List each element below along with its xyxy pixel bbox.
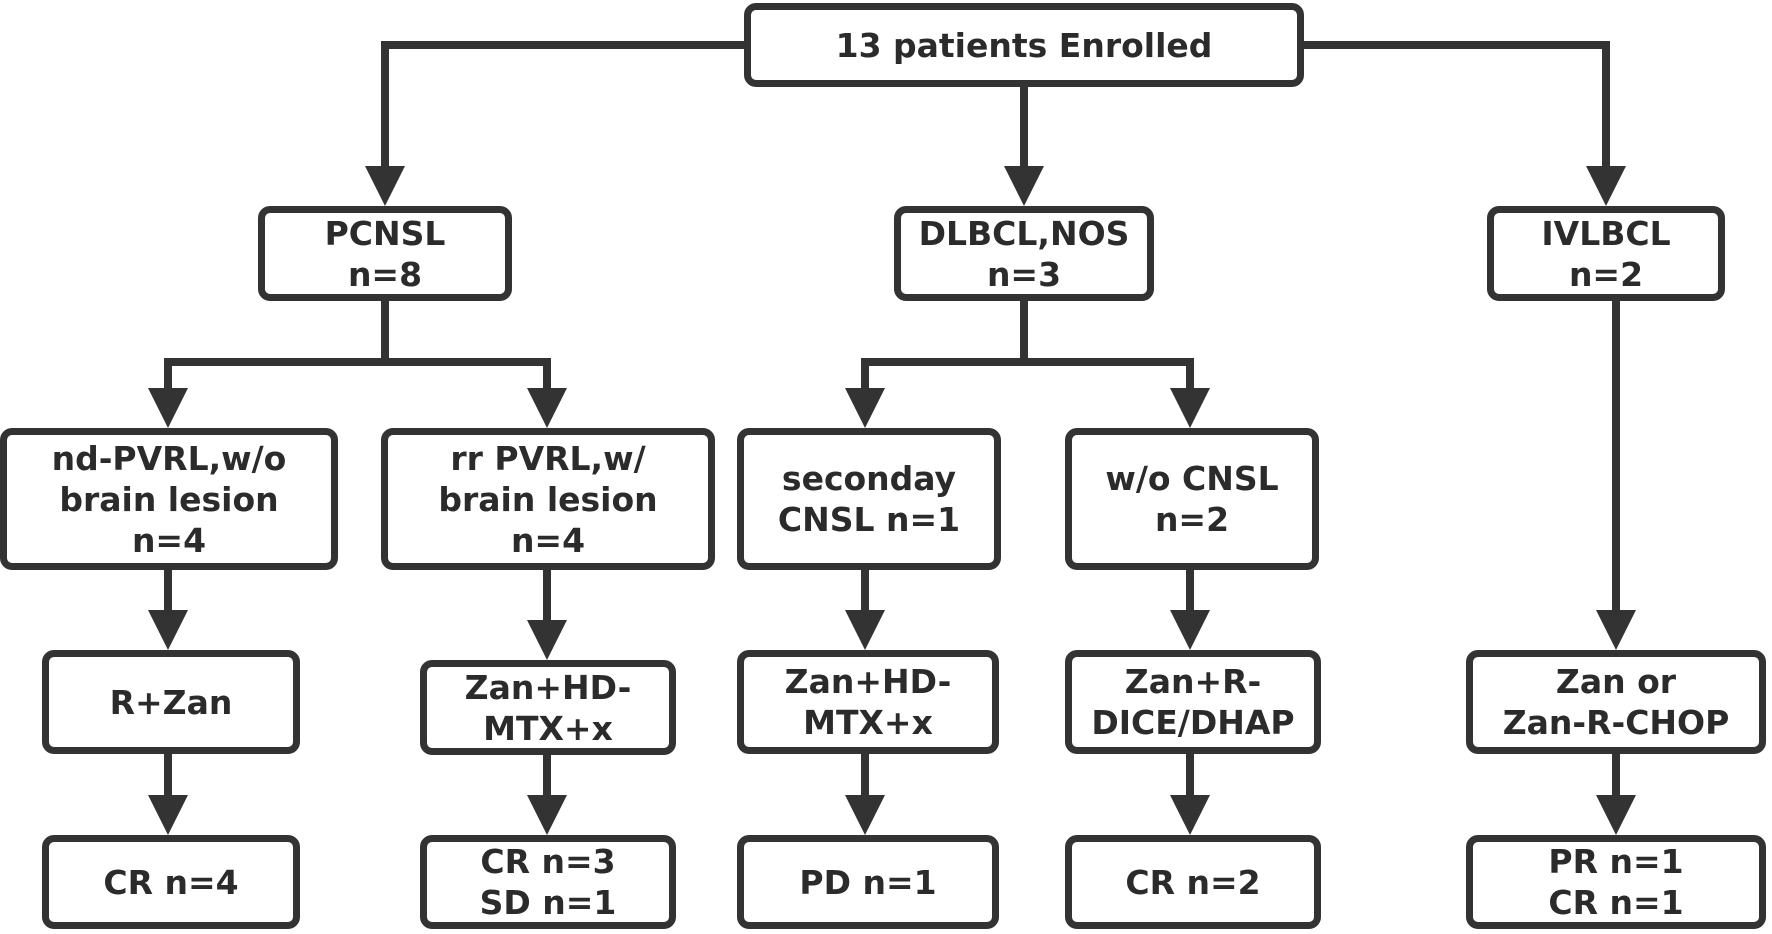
nd-pvrl-to-treatment-arrowhead xyxy=(148,610,188,650)
node-secondary-cnsl-line-1: seconday xyxy=(781,459,957,498)
node-treatment-zan-r-dice-line-1: Zan+R- xyxy=(1124,662,1262,701)
node-outcome-2-line-2: SD n=1 xyxy=(479,883,617,922)
wo-cnsl-to-treatment-arrowhead xyxy=(1170,610,1210,650)
node-dlbcl-line-1: DLBCL,NOS xyxy=(918,213,1130,253)
dlbcl-to-secondary-cnsl-arrowhead xyxy=(845,388,885,428)
node-treatment-zan-or-chop-line-1: Zan or xyxy=(1555,662,1677,701)
node-outcome-2-line-1: CR n=3 xyxy=(480,842,616,881)
node-treatment-zan-hd-mtx-2: Zan+HD- MTX+x xyxy=(737,650,999,754)
secondary-cnsl-to-treatment-arrowhead xyxy=(845,610,885,650)
rr-pvrl-to-treatment-arrowhead xyxy=(527,620,567,660)
node-pcnsl: PCNSL n=8 xyxy=(258,206,512,301)
node-nd-pvrl-line-1: nd-PVRL,w/o xyxy=(51,438,287,478)
node-outcome-3-line-1: PD n=1 xyxy=(799,862,937,902)
node-treatment-zan-or-chop-line-2: Zan-R-CHOP xyxy=(1502,703,1730,742)
node-ivlbcl: IVLBCL n=2 xyxy=(1487,206,1725,301)
node-wo-cnsl-line-1: w/o CNSL xyxy=(1105,459,1279,498)
node-dlbcl: DLBCL,NOS n=3 xyxy=(894,206,1154,301)
node-rr-pvrl-line-1: rr PVRL,w/ xyxy=(450,438,646,478)
node-wo-cnsl-line-2: n=2 xyxy=(1154,500,1230,539)
node-outcome-2: CR n=3 SD n=1 xyxy=(420,835,676,929)
node-ivlbcl-line-1: IVLBCL xyxy=(1541,213,1671,253)
treatment-5-to-outcome-arrowhead xyxy=(1596,795,1636,835)
node-outcome-1: CR n=4 xyxy=(42,835,300,929)
node-pcnsl-line-1: PCNSL xyxy=(324,213,446,253)
dlbcl-to-wo-cnsl-arrowhead xyxy=(1170,388,1210,428)
node-treatment-zan-r-dice-line-2: DICE/DHAP xyxy=(1091,703,1295,742)
node-outcome-3: PD n=1 xyxy=(737,835,999,929)
pcnsl-to-nd-pvrl-arrowhead xyxy=(148,388,188,428)
node-treatment-zan-hd-mtx-1-line-1: Zan+HD- xyxy=(464,667,632,707)
node-nd-pvrl-line-2: brain lesion xyxy=(59,479,279,519)
node-treatment-r-zan: R+Zan xyxy=(42,650,300,754)
treatment-1-to-outcome-arrowhead xyxy=(148,795,188,835)
node-outcome-5: PR n=1 CR n=1 xyxy=(1466,835,1766,929)
root-to-pcnsl-arrowhead xyxy=(365,166,405,206)
node-rr-pvrl-line-2: brain lesion xyxy=(438,479,658,519)
node-root: 13 patients Enrolled xyxy=(744,3,1304,87)
node-rr-pvrl-line-3: n=4 xyxy=(510,520,586,560)
node-root-line-1: 13 patients Enrolled xyxy=(835,25,1213,65)
node-outcome-5-line-2: CR n=1 xyxy=(1548,883,1684,922)
node-treatment-zan-hd-mtx-1: Zan+HD- MTX+x xyxy=(420,660,676,755)
node-treatment-zan-hd-mtx-2-line-1: Zan+HD- xyxy=(784,662,952,701)
treatment-3-to-outcome-arrowhead xyxy=(845,795,885,835)
node-treatment-zan-r-dice: Zan+R- DICE/DHAP xyxy=(1065,650,1321,754)
node-treatment-zan-hd-mtx-1-line-2: MTX+x xyxy=(483,708,613,748)
treatment-2-to-outcome-arrowhead xyxy=(527,795,567,835)
node-treatment-r-zan-line-1: R+Zan xyxy=(109,682,233,722)
node-outcome-5-line-1: PR n=1 xyxy=(1548,842,1684,881)
node-secondary-cnsl-line-2: CNSL n=1 xyxy=(777,500,961,539)
ivlbcl-to-treatment-arrowhead xyxy=(1596,610,1636,650)
node-rr-pvrl: rr PVRL,w/ brain lesion n=4 xyxy=(381,428,715,570)
treatment-4-to-outcome-arrowhead xyxy=(1170,795,1210,835)
root-to-dlbcl-arrowhead xyxy=(1004,166,1044,206)
node-secondary-cnsl: seconday CNSL n=1 xyxy=(737,428,1001,570)
node-ivlbcl-line-2: n=2 xyxy=(1568,254,1644,294)
node-outcome-4: CR n=2 xyxy=(1065,835,1321,929)
node-outcome-1-line-1: CR n=4 xyxy=(103,862,239,902)
node-pcnsl-line-2: n=8 xyxy=(347,254,423,294)
node-treatment-zan-or-chop: Zan or Zan-R-CHOP xyxy=(1466,650,1766,754)
node-dlbcl-line-2: n=3 xyxy=(986,254,1062,294)
node-outcome-4-line-1: CR n=2 xyxy=(1125,862,1261,902)
root-to-ivlbcl-arrowhead xyxy=(1586,166,1626,206)
pcnsl-to-rr-pvrl-arrowhead xyxy=(527,388,567,428)
node-nd-pvrl-line-3: n=4 xyxy=(131,520,207,560)
node-treatment-zan-hd-mtx-2-line-2: MTX+x xyxy=(803,703,933,742)
node-wo-cnsl: w/o CNSL n=2 xyxy=(1065,428,1319,570)
node-nd-pvrl: nd-PVRL,w/o brain lesion n=4 xyxy=(0,428,338,570)
